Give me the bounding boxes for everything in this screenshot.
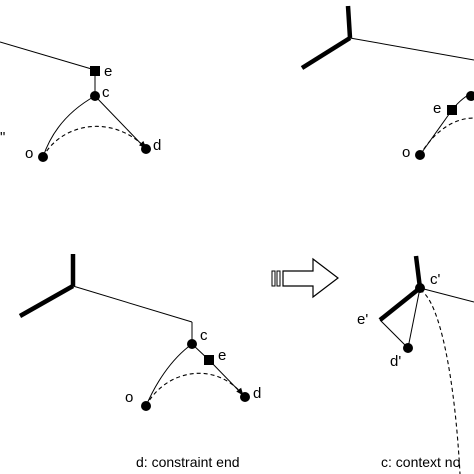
node-o xyxy=(415,150,425,160)
tree-edge-c-o xyxy=(42,95,96,158)
label-c: c xyxy=(200,327,208,344)
label-o: o xyxy=(402,144,410,161)
context-edge xyxy=(0,41,96,71)
hollow-right-arrow-icon xyxy=(271,257,339,299)
dashed-constraint-arc xyxy=(145,372,244,407)
node-c xyxy=(90,91,100,101)
caption-right: c: context no xyxy=(381,454,461,470)
caption-left: d: constraint end xyxy=(136,454,240,470)
node-c-partial xyxy=(466,91,474,101)
panel-top-right: e o xyxy=(300,5,474,161)
panel-bottom-left: c e o d xyxy=(18,254,261,411)
node-c-prime xyxy=(415,283,425,293)
label-c-prime: c' xyxy=(430,271,441,288)
label-o: o xyxy=(125,389,133,406)
thick-branch-up xyxy=(413,255,423,289)
dashed-constraint-arc xyxy=(42,125,147,158)
thick-branch-left xyxy=(300,36,352,70)
thick-branch-up xyxy=(345,5,353,39)
tree-edge-c-o xyxy=(145,343,193,407)
context-edge xyxy=(72,285,193,323)
panel-top-left: e c o d " xyxy=(0,41,161,162)
node-e-square xyxy=(90,66,100,76)
node-c xyxy=(187,339,197,349)
thick-branch-left xyxy=(18,284,75,318)
node-d-prime xyxy=(403,343,413,353)
node-o xyxy=(38,152,48,162)
thick-branch-left xyxy=(378,286,422,322)
context-edge xyxy=(349,37,474,61)
label-e: e xyxy=(218,347,226,364)
label-e: e xyxy=(433,100,441,117)
tree-edge-c-d xyxy=(407,287,421,349)
label-d: d xyxy=(253,385,261,402)
tree-edge-c-d xyxy=(94,95,147,150)
node-o xyxy=(141,401,151,411)
tree-edge-e-d xyxy=(379,319,409,349)
label-d-prime: d' xyxy=(390,353,401,370)
label-cut-off: " xyxy=(0,129,5,146)
context-edge xyxy=(419,287,474,303)
node-e-square xyxy=(447,105,457,115)
label-e: e xyxy=(104,63,112,80)
label-e-prime: e' xyxy=(357,311,368,328)
node-d xyxy=(240,392,250,402)
label-c: c xyxy=(102,84,110,101)
label-d: d xyxy=(153,137,161,154)
panel-bottom-right: c' e' d' xyxy=(357,255,474,474)
label-o: o xyxy=(25,145,33,162)
node-e-square xyxy=(204,355,214,365)
dashed-constraint-arc xyxy=(419,289,461,474)
dashed-constraint-arc xyxy=(419,117,474,156)
node-d xyxy=(141,144,151,154)
tree-edge-e-d xyxy=(208,359,245,397)
